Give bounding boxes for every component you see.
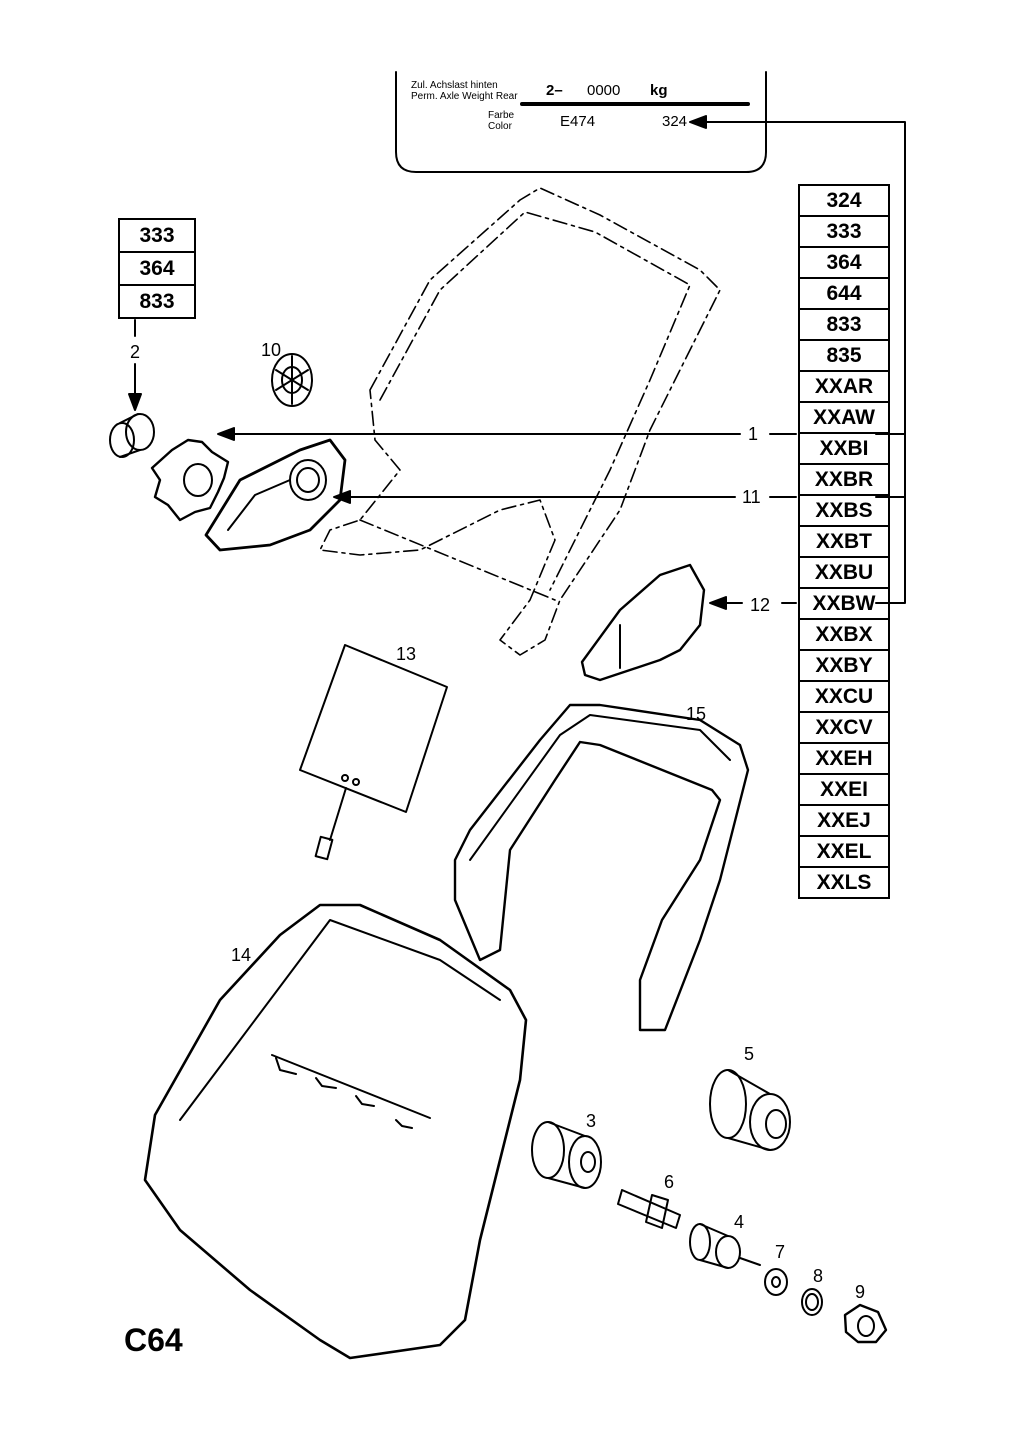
bushing-part-5 (709, 1069, 791, 1151)
plate-color-code-left: E474 (560, 113, 596, 130)
callout-6: 6 (664, 1172, 675, 1192)
right-table-cell: XXBY (798, 649, 890, 682)
right-table-cell: XXBR (798, 463, 890, 496)
callout-11: 11 (742, 487, 761, 507)
plate-weight-prefix: 2– (546, 82, 563, 99)
seat-frame-phantom-cross (359, 519, 556, 601)
callout-3: 3 (586, 1111, 597, 1131)
trim-part-12 (580, 563, 706, 682)
seat-frame-phantom-inner (379, 211, 691, 591)
left-table-cell: 333 (118, 218, 196, 253)
arrowhead-1 (217, 427, 235, 441)
seat-frame-phantom (319, 187, 721, 656)
callout-4: 4 (734, 1212, 745, 1232)
right-table-cell: XXBU (798, 556, 890, 589)
right-table-cell: 364 (798, 246, 890, 279)
left-code-table: 333 364 833 (118, 218, 196, 319)
callout-13: 13 (396, 644, 417, 664)
left-table-cell: 364 (118, 251, 196, 286)
right-table-cell: XXCU (798, 680, 890, 713)
right-table-cell: XXBX (798, 618, 890, 651)
bolt-part-6 (617, 1189, 681, 1229)
spacer-part-4 (689, 1223, 761, 1269)
leader-color (702, 121, 906, 435)
right-table-cell: 324 (798, 184, 890, 217)
right-table-cell: XXEJ (798, 804, 890, 837)
right-table-cell: 333 (798, 215, 890, 248)
arrowhead-12 (709, 596, 727, 610)
callout-2: 2 (130, 342, 141, 362)
right-code-table: 324 333 364 644 833 835 XXAR XXAW XXBI X… (798, 184, 890, 899)
capnut-part-9 (843, 1303, 888, 1344)
right-table-cell: XXAR (798, 370, 890, 403)
spool-part-3 (531, 1121, 602, 1189)
heatpad-part-13 (299, 644, 448, 861)
plate-label-en: Perm. Axle Weight Rear (411, 91, 518, 102)
right-table-cell: XXAW (798, 401, 890, 434)
right-table-cell: XXEH (798, 742, 890, 775)
right-table-cell: XXEL (798, 835, 890, 868)
arrowhead-2 (128, 393, 142, 411)
right-table-cell: 644 (798, 277, 890, 310)
callout-1: 1 (748, 424, 759, 444)
plate-color-code-right: 324 (662, 113, 688, 130)
right-table-cell: 835 (798, 339, 890, 372)
callout-10: 10 (261, 340, 282, 360)
cover-part-11 (204, 438, 347, 552)
plate-outline (395, 71, 767, 173)
callout-5: 5 (744, 1044, 755, 1064)
plate-color-label-de: Farbe (488, 110, 515, 121)
callout-15: 15 (686, 704, 707, 724)
right-table-cell: XXBS (798, 494, 890, 527)
plate-weight-unit: kg (650, 82, 668, 99)
washer-part-7 (764, 1268, 788, 1296)
bushing-part-2 (109, 413, 155, 458)
callout-7: 7 (775, 1242, 786, 1262)
cushion-part-14 (143, 903, 528, 1360)
frame-part-15 (453, 703, 750, 1032)
ring-part-8 (801, 1288, 823, 1316)
right-table-cell: XXLS (798, 866, 890, 899)
washer-part-10 (271, 353, 313, 407)
callout-9: 9 (855, 1282, 866, 1302)
page-code: C64 (124, 1322, 183, 1358)
callout-12: 12 (750, 595, 771, 615)
knob-part-1 (150, 438, 230, 522)
right-table-cell: XXCV (798, 711, 890, 744)
plate-label-de: Zul. Achslast hinten (411, 80, 498, 91)
callout-8: 8 (813, 1266, 824, 1286)
plate-color-label-en: Color (488, 121, 512, 132)
arrowhead-color (689, 115, 707, 129)
plate-weight-value: 0000 (587, 82, 621, 99)
callout-14: 14 (231, 945, 252, 965)
right-table-cell: XXBW (798, 587, 890, 620)
right-table-cell: XXBT (798, 525, 890, 558)
left-table-cell: 833 (118, 284, 196, 319)
right-table-cell: XXBI (798, 432, 890, 465)
right-table-cell: XXEI (798, 773, 890, 806)
right-table-cell: 833 (798, 308, 890, 341)
